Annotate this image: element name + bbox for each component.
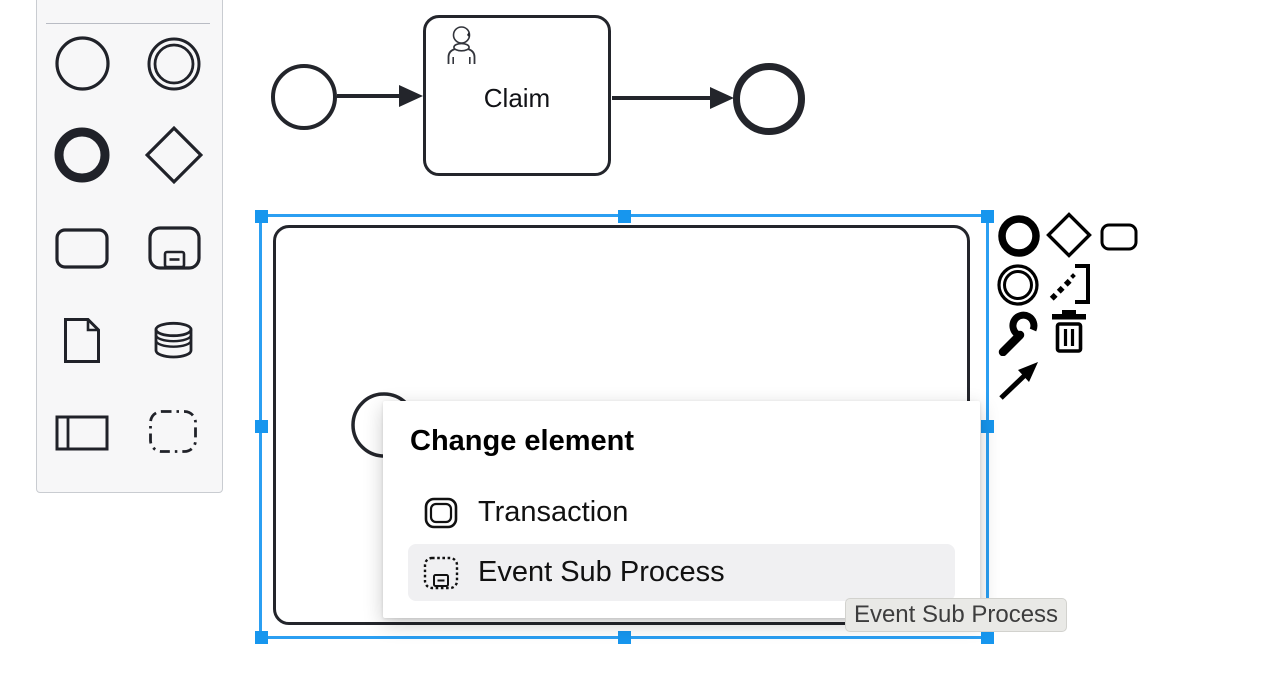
palette-create-intermediate-event[interactable] — [147, 37, 201, 91]
palette-create-task[interactable] — [55, 228, 109, 269]
palette-create-start-event[interactable] — [55, 36, 110, 91]
end-event-icon — [54, 127, 110, 183]
user-task-type-icon — [444, 24, 479, 70]
group-icon — [149, 410, 197, 453]
subprocess-icon — [148, 226, 201, 270]
popup-title: Change element — [410, 425, 634, 457]
sequence-flow-2[interactable] — [612, 87, 734, 109]
palette-create-gateway[interactable] — [145, 126, 203, 184]
palette-create-group[interactable] — [148, 409, 198, 454]
context-pad-delete[interactable] — [1048, 308, 1090, 354]
trash-icon — [1052, 310, 1086, 353]
append-text-annotation-icon — [1049, 264, 1090, 304]
data-store-icon — [154, 321, 193, 359]
resize-handle-n[interactable] — [618, 210, 631, 223]
context-pad-append-text-annotation[interactable] — [1046, 262, 1092, 306]
palette-separator — [46, 23, 210, 24]
wrench-icon — [998, 311, 1038, 356]
participant-icon — [55, 415, 109, 451]
append-end-event-icon — [998, 215, 1040, 257]
connect-arrow-icon — [999, 362, 1038, 400]
intermediate-event-icon — [147, 37, 201, 91]
context-pad-append-gateway[interactable] — [1046, 212, 1092, 258]
user-task-shape[interactable] — [423, 15, 611, 176]
palette-create-subprocess[interactable] — [148, 226, 201, 270]
start-event-shape[interactable] — [271, 64, 337, 130]
end-event-shape[interactable] — [733, 63, 805, 135]
resize-handle-ne[interactable] — [981, 210, 994, 223]
context-pad-wrench-change-type[interactable] — [996, 310, 1042, 356]
context-pad-append-task[interactable] — [1100, 223, 1138, 251]
resize-handle-se[interactable] — [981, 631, 994, 644]
palette-create-data-store[interactable] — [153, 321, 194, 359]
append-task-icon — [1100, 223, 1138, 251]
popup-item-label: Event Sub Process — [478, 556, 725, 588]
popup-item-label: Transaction — [478, 496, 629, 528]
context-pad-connect[interactable] — [996, 358, 1044, 402]
palette-create-data-object[interactable] — [63, 317, 101, 364]
popup-item-transaction[interactable]: Transaction — [408, 484, 955, 541]
process-flow-canvas — [271, 63, 805, 135]
resize-handle-sw[interactable] — [255, 631, 268, 644]
data-object-icon — [64, 318, 100, 363]
palette-create-participant[interactable] — [55, 415, 109, 451]
sequence-flow-1[interactable] — [337, 85, 423, 107]
resize-handle-nw[interactable] — [255, 210, 268, 223]
task-label: Claim — [483, 83, 551, 113]
resize-handle-s[interactable] — [618, 631, 631, 644]
transaction-icon — [421, 497, 461, 529]
palette-create-end-event[interactable] — [54, 127, 110, 183]
task-icon — [55, 228, 109, 269]
resize-handle-e[interactable] — [981, 420, 994, 433]
popup-item-event-sub-process[interactable]: Event Sub Process — [408, 544, 955, 601]
append-intermediate-event-icon — [997, 264, 1039, 306]
context-pad-append-intermediate-event[interactable] — [997, 264, 1039, 306]
event-sub-process-tooltip: Event Sub Process — [845, 598, 1067, 632]
context-pad-append-end-event[interactable] — [997, 214, 1041, 258]
gateway-icon — [145, 126, 203, 184]
start-event-icon — [55, 36, 110, 91]
change-element-popup: Change element Transaction Event Sub Pro… — [383, 401, 980, 618]
resize-handle-w[interactable] — [255, 420, 268, 433]
tooltip-text: Event Sub Process — [853, 601, 1059, 628]
event-subprocess-icon — [421, 556, 461, 590]
append-gateway-icon — [1046, 212, 1092, 258]
user-icon — [447, 26, 476, 64]
